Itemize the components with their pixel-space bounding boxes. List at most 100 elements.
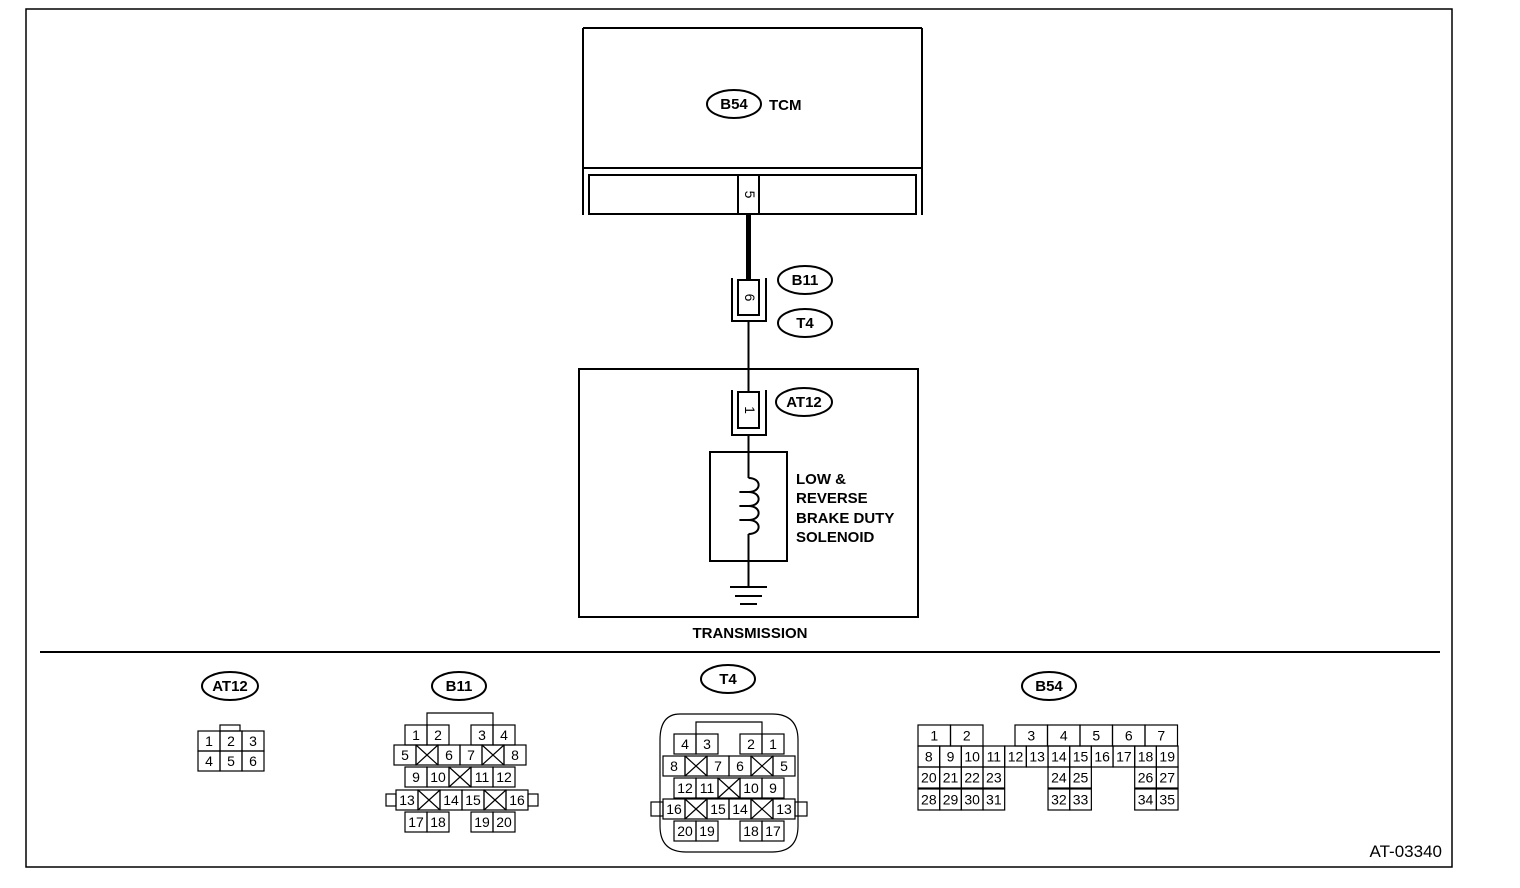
pin-label: 3 bbox=[703, 736, 711, 752]
b11-tag-label: B11 bbox=[792, 272, 819, 289]
pin-label: 13 bbox=[399, 792, 415, 808]
pin-label: 11 bbox=[700, 780, 715, 796]
tcm-connector-name: B54 bbox=[720, 96, 748, 113]
pin-label: 27 bbox=[1159, 770, 1175, 786]
pin-cell bbox=[492, 811, 516, 833]
pin-label: 13 bbox=[776, 801, 792, 817]
pin-cell bbox=[772, 798, 796, 820]
blank-pin-mark bbox=[717, 777, 741, 799]
tcm-label: TCM bbox=[769, 97, 802, 114]
pin-label: 2 bbox=[963, 728, 971, 744]
pin-label: 11 bbox=[987, 749, 1002, 765]
coil-icon bbox=[739, 477, 760, 535]
t4-view-title: T4 bbox=[719, 671, 737, 688]
pin-cell bbox=[695, 820, 719, 842]
pin-label: 15 bbox=[1073, 749, 1089, 765]
pin-label: 25 bbox=[1073, 770, 1089, 786]
ground-icon bbox=[730, 586, 767, 605]
pin-label: 16 bbox=[666, 801, 682, 817]
pin-label: 14 bbox=[1051, 749, 1067, 765]
at12-pin-4: 4 bbox=[205, 753, 213, 769]
pin-label: 10 bbox=[743, 780, 759, 796]
pin-label: 20 bbox=[677, 823, 693, 839]
solenoid-label-3: BRAKE DUTY bbox=[796, 510, 894, 527]
pin-cell bbox=[1155, 766, 1179, 789]
pin-label: 8 bbox=[925, 749, 933, 765]
pin-label: 4 bbox=[500, 727, 508, 743]
blank-pin-mark bbox=[483, 789, 507, 811]
blank-pin-mark bbox=[684, 755, 708, 777]
pin-label: 17 bbox=[1116, 749, 1132, 765]
tcm-connector-tag bbox=[706, 89, 762, 119]
blank-pin-mark bbox=[684, 798, 708, 820]
pin-label: 19 bbox=[1159, 749, 1175, 765]
pin-label: 30 bbox=[964, 792, 980, 808]
pin-label: 9 bbox=[769, 780, 777, 796]
pin-label: 24 bbox=[1051, 770, 1067, 786]
at12-pin-6: 6 bbox=[249, 753, 257, 769]
pin-label: 9 bbox=[947, 749, 955, 765]
figure-id: AT-03340 bbox=[1370, 842, 1442, 861]
pin-label: 22 bbox=[964, 770, 980, 786]
blank-pin-mark bbox=[417, 789, 441, 811]
pin-label: 18 bbox=[1138, 749, 1154, 765]
pin-label: 9 bbox=[412, 769, 420, 785]
pin-label: 12 bbox=[677, 780, 693, 796]
pin-label: 6 bbox=[1125, 728, 1133, 744]
pin-label: 12 bbox=[1008, 749, 1024, 765]
pin-label: 31 bbox=[986, 792, 1002, 808]
pin-cell bbox=[1155, 788, 1179, 811]
pin-label: 33 bbox=[1073, 792, 1089, 808]
pin-label: 10 bbox=[964, 749, 980, 765]
pin-label: 18 bbox=[743, 823, 759, 839]
solenoid-label-2: REVERSE bbox=[796, 490, 868, 507]
pin-label: 21 bbox=[943, 770, 959, 786]
pin-label: 32 bbox=[1051, 792, 1067, 808]
pin-label: 6 bbox=[445, 747, 453, 763]
pin-label: 12 bbox=[496, 769, 512, 785]
pin-label: 1 bbox=[769, 736, 777, 752]
pin-cell bbox=[503, 744, 527, 766]
pin-cell bbox=[505, 789, 529, 811]
pin-cell bbox=[982, 766, 1006, 789]
pin-label: 20 bbox=[921, 770, 937, 786]
pin-label: 15 bbox=[710, 801, 726, 817]
pin-label: 19 bbox=[699, 823, 715, 839]
pin-label: 2 bbox=[747, 736, 755, 752]
pin-label: 17 bbox=[765, 823, 781, 839]
pin-label: 6 bbox=[736, 758, 744, 774]
solenoid-label-1: LOW & bbox=[796, 471, 846, 488]
pin-label: 1 bbox=[412, 727, 420, 743]
t4-tag-label: T4 bbox=[796, 315, 814, 332]
at12-pin-label: 1 bbox=[742, 406, 758, 414]
t4-tag bbox=[777, 308, 833, 338]
pin-label: 29 bbox=[943, 792, 959, 808]
pin-cell bbox=[761, 777, 785, 799]
pin-label: 4 bbox=[1060, 728, 1068, 744]
pin-label: 14 bbox=[443, 792, 459, 808]
pin-label: 5 bbox=[401, 747, 409, 763]
pin-cell bbox=[426, 811, 450, 833]
pin-label: 7 bbox=[467, 747, 475, 763]
pin-label: 23 bbox=[986, 770, 1002, 786]
pin-label: 4 bbox=[681, 736, 689, 752]
at12-view-title: AT12 bbox=[212, 678, 248, 695]
b11-tag bbox=[777, 265, 833, 295]
blank-pin-mark bbox=[415, 744, 439, 766]
pin-label: 16 bbox=[509, 792, 525, 808]
transmission-box: TRANSMISSION 1 AT12 LOW & REVERSE BRAKE … bbox=[578, 368, 919, 642]
b11-t4-connector: 6 B11 T4 bbox=[731, 265, 833, 338]
pin-label: 3 bbox=[1027, 728, 1035, 744]
pin-label: 7 bbox=[1157, 728, 1165, 744]
blank-pin-mark bbox=[750, 755, 774, 777]
pin-cell bbox=[1069, 788, 1092, 811]
at12-pin-3: 3 bbox=[249, 733, 257, 749]
b11-view-title: B11 bbox=[446, 678, 473, 695]
pin-label: 10 bbox=[430, 769, 446, 785]
tcm-pin-label: 5 bbox=[742, 191, 758, 199]
pin-cell bbox=[492, 766, 516, 788]
